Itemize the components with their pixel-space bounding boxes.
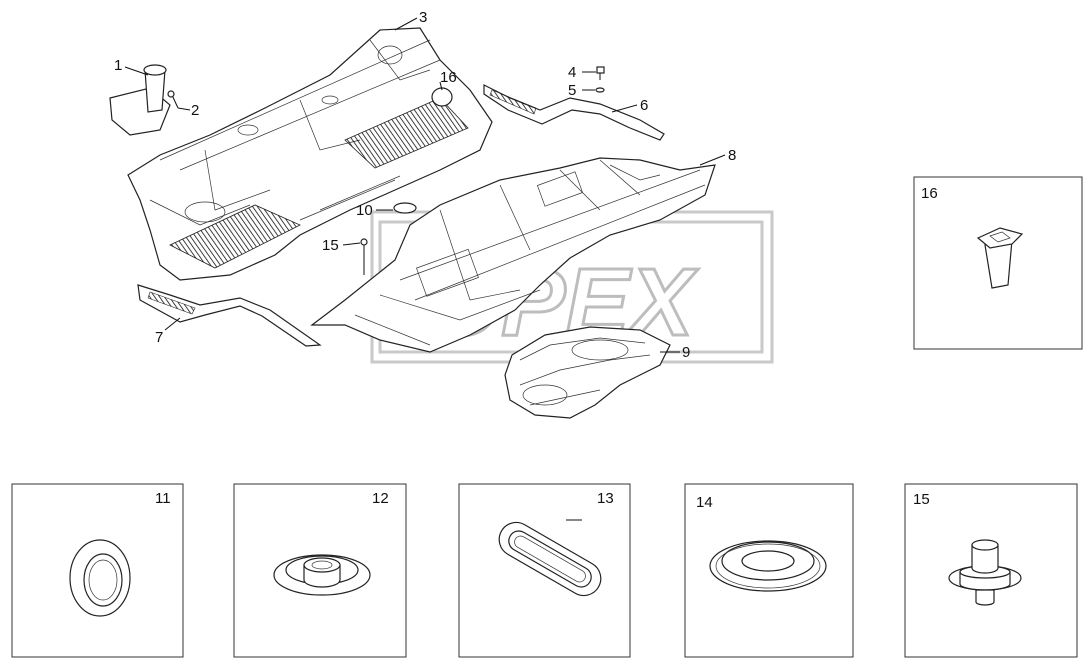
part-10-plug	[393, 202, 417, 214]
detail-box-12: 12	[233, 483, 407, 658]
part-6-bracket	[483, 84, 665, 141]
callout-10: 10	[356, 202, 373, 219]
detail-box-11-label: 11	[155, 490, 171, 507]
detail-box-13-label: 13	[597, 490, 614, 507]
detail-box-16: 16	[913, 176, 1083, 350]
callout-16: 16	[440, 69, 457, 86]
part-14-ring	[709, 540, 827, 592]
callout-3: 3	[419, 9, 427, 26]
part-16-clip	[976, 227, 1024, 289]
part-5-washer	[595, 87, 605, 93]
detail-box-12-label: 12	[372, 490, 389, 507]
part-15-stud	[948, 539, 1022, 606]
part-12-grommet	[273, 554, 371, 596]
part-7-strip	[137, 284, 322, 347]
part-4-bolt	[596, 66, 605, 80]
callout-4: 4	[568, 64, 576, 81]
part-11-grommet	[69, 539, 131, 617]
callout-15: 15	[322, 237, 339, 254]
detail-box-14: 14	[684, 483, 854, 658]
detail-box-13: 13	[458, 483, 631, 658]
callout-8: 8	[728, 147, 736, 164]
callout-7: 7	[155, 329, 163, 346]
callout-5: 5	[568, 82, 576, 99]
part-16-plug	[431, 87, 453, 107]
part-2-bolt	[167, 90, 179, 109]
detail-box-11: 11	[11, 483, 184, 658]
spare-wheel-well	[504, 326, 671, 419]
rear-floor-panel	[310, 157, 716, 353]
callout-2: 2	[191, 102, 199, 119]
leader-lines	[124, 17, 726, 353]
detail-box-15-label: 15	[913, 491, 930, 508]
callout-6: 6	[640, 97, 648, 114]
part-13-oval-grommet	[498, 521, 602, 597]
detail-box-14-label: 14	[696, 494, 713, 511]
detail-box-16-label: 16	[921, 185, 938, 202]
callout-9: 9	[682, 344, 690, 361]
callout-1: 1	[114, 57, 122, 74]
front-floor-panel	[127, 27, 493, 281]
part-1-tower	[109, 64, 171, 136]
part-15-fastener	[360, 238, 368, 275]
detail-box-15: 15	[904, 483, 1078, 658]
